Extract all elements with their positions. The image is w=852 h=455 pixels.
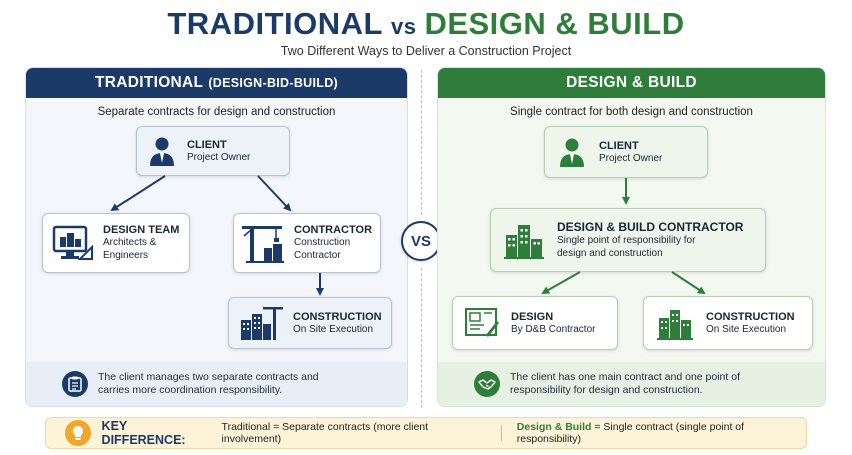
- traditional-contractor-box: CONTRACTOR Construction Contractor: [233, 213, 381, 273]
- contractor-title: CONTRACTOR: [294, 224, 373, 236]
- crane-icon: [234, 222, 294, 264]
- design-build-note-text: The client has one main contract and one…: [510, 371, 740, 396]
- clipboard-icon: [62, 371, 88, 397]
- db-construction-title: CONSTRUCTION: [706, 310, 795, 323]
- subtitle: Two Different Ways to Deliver a Construc…: [280, 44, 572, 58]
- key-separator: [500, 425, 502, 441]
- building-icon: [491, 221, 557, 259]
- key-right-strong: Design & Build: [516, 421, 592, 433]
- traditional-note: The client manages two separate contract…: [26, 362, 407, 406]
- traditional-subheading: Separate contracts for design and constr…: [97, 106, 336, 118]
- design-team-line2: Engineers: [103, 250, 149, 261]
- design-build-subheading: Single contract for both design and cons…: [510, 106, 753, 118]
- traditional-client-line1: Project Owner: [187, 151, 251, 163]
- title-vs: vs: [390, 14, 417, 39]
- arrow-client-to-contractor: [257, 175, 292, 212]
- design-build-client-title: CLIENT: [599, 139, 639, 152]
- divider-bottom: [421, 268, 422, 408]
- db-contractor-line1: Single point of responsibility for: [557, 235, 696, 246]
- design-team-line1: Architects &: [103, 237, 157, 248]
- contractor-line2: Contractor: [294, 250, 341, 261]
- lightbulb-icon: [65, 420, 91, 446]
- traditional-design-team-box: DESIGN TEAM Architects & Engineers: [42, 213, 190, 273]
- traditional-panel: TRADITIONAL (DESIGN-BID-BUILD) Separate …: [25, 67, 408, 407]
- arrow-db-contractor-to-construction: [671, 271, 706, 295]
- key-difference-bar: KEY DIFFERENCE: Traditional = Separate c…: [45, 417, 807, 449]
- arrow-client-to-design-team: [110, 175, 166, 212]
- design-build-header: DESIGN & BUILD: [438, 68, 825, 98]
- contractor-line1: Construction: [294, 237, 351, 248]
- traditional-client-title: CLIENT: [187, 138, 227, 151]
- key-right-text: = Single contract (single point of respo…: [516, 421, 745, 445]
- title-traditional: TRADITIONAL: [167, 6, 383, 41]
- traditional-note-text: The client manages two separate contract…: [98, 371, 319, 396]
- traditional-header: TRADITIONAL (DESIGN-BID-BUILD): [26, 68, 407, 98]
- design-team-title: DESIGN TEAM: [103, 224, 180, 236]
- design-build-heading: DESIGN & BUILD: [566, 74, 697, 91]
- db-construction-line1: On Site Execution: [706, 323, 787, 335]
- key-left-text: = Separate contracts (more client involv…: [221, 421, 429, 445]
- key-difference-right: Design & Build = Single contract (single…: [517, 421, 806, 445]
- design-monitor-icon: [43, 225, 103, 261]
- key-left-strong: Traditional: [221, 421, 271, 433]
- blueprint-icon: [453, 307, 511, 339]
- db-construction-box: CONSTRUCTION On Site Execution: [643, 296, 813, 350]
- traditional-construction-line1: On Site Execution: [293, 323, 374, 335]
- traditional-construction-title: CONSTRUCTION: [293, 310, 382, 323]
- db-design-box: DESIGN By D&B Contractor: [452, 296, 618, 350]
- traditional-heading-small: (DESIGN-BID-BUILD): [208, 76, 339, 90]
- design-build-client-box: CLIENT Project Owner: [544, 126, 708, 178]
- handshake-icon: [474, 371, 500, 397]
- key-difference-label: KEY DIFFERENCE:: [101, 419, 186, 447]
- traditional-client-box: CLIENT Project Owner: [136, 126, 290, 176]
- db-contractor-title: DESIGN & BUILD CONTRACTOR: [557, 220, 744, 234]
- client-icon: [137, 136, 187, 166]
- db-contractor-box: DESIGN & BUILD CONTRACTOR Single point o…: [490, 208, 766, 272]
- traditional-construction-box: CONSTRUCTION On Site Execution: [228, 297, 392, 349]
- title-design-build: DESIGN & BUILD: [424, 6, 685, 41]
- key-difference-left: Traditional = Separate contracts (more c…: [222, 421, 486, 445]
- db-design-title: DESIGN: [511, 310, 554, 323]
- design-build-note: The client has one main contract and one…: [438, 362, 825, 406]
- vs-badge: VS: [401, 221, 441, 261]
- traditional-heading: TRADITIONAL: [94, 74, 204, 91]
- db-design-line1: By D&B Contractor: [511, 323, 596, 335]
- main-title: TRADITIONAL vs DESIGN & BUILD: [0, 6, 852, 42]
- client-icon: [545, 137, 599, 167]
- design-build-client-line1: Project Owner: [599, 152, 663, 164]
- construction-crane-buildings-icon: [229, 304, 293, 342]
- arrow-db-contractor-to-design: [541, 271, 581, 294]
- building-icon: [644, 306, 706, 340]
- divider-top: [421, 70, 422, 215]
- design-build-panel: DESIGN & BUILD Single contract for both …: [437, 67, 826, 407]
- db-contractor-line2: design and construction: [557, 248, 663, 259]
